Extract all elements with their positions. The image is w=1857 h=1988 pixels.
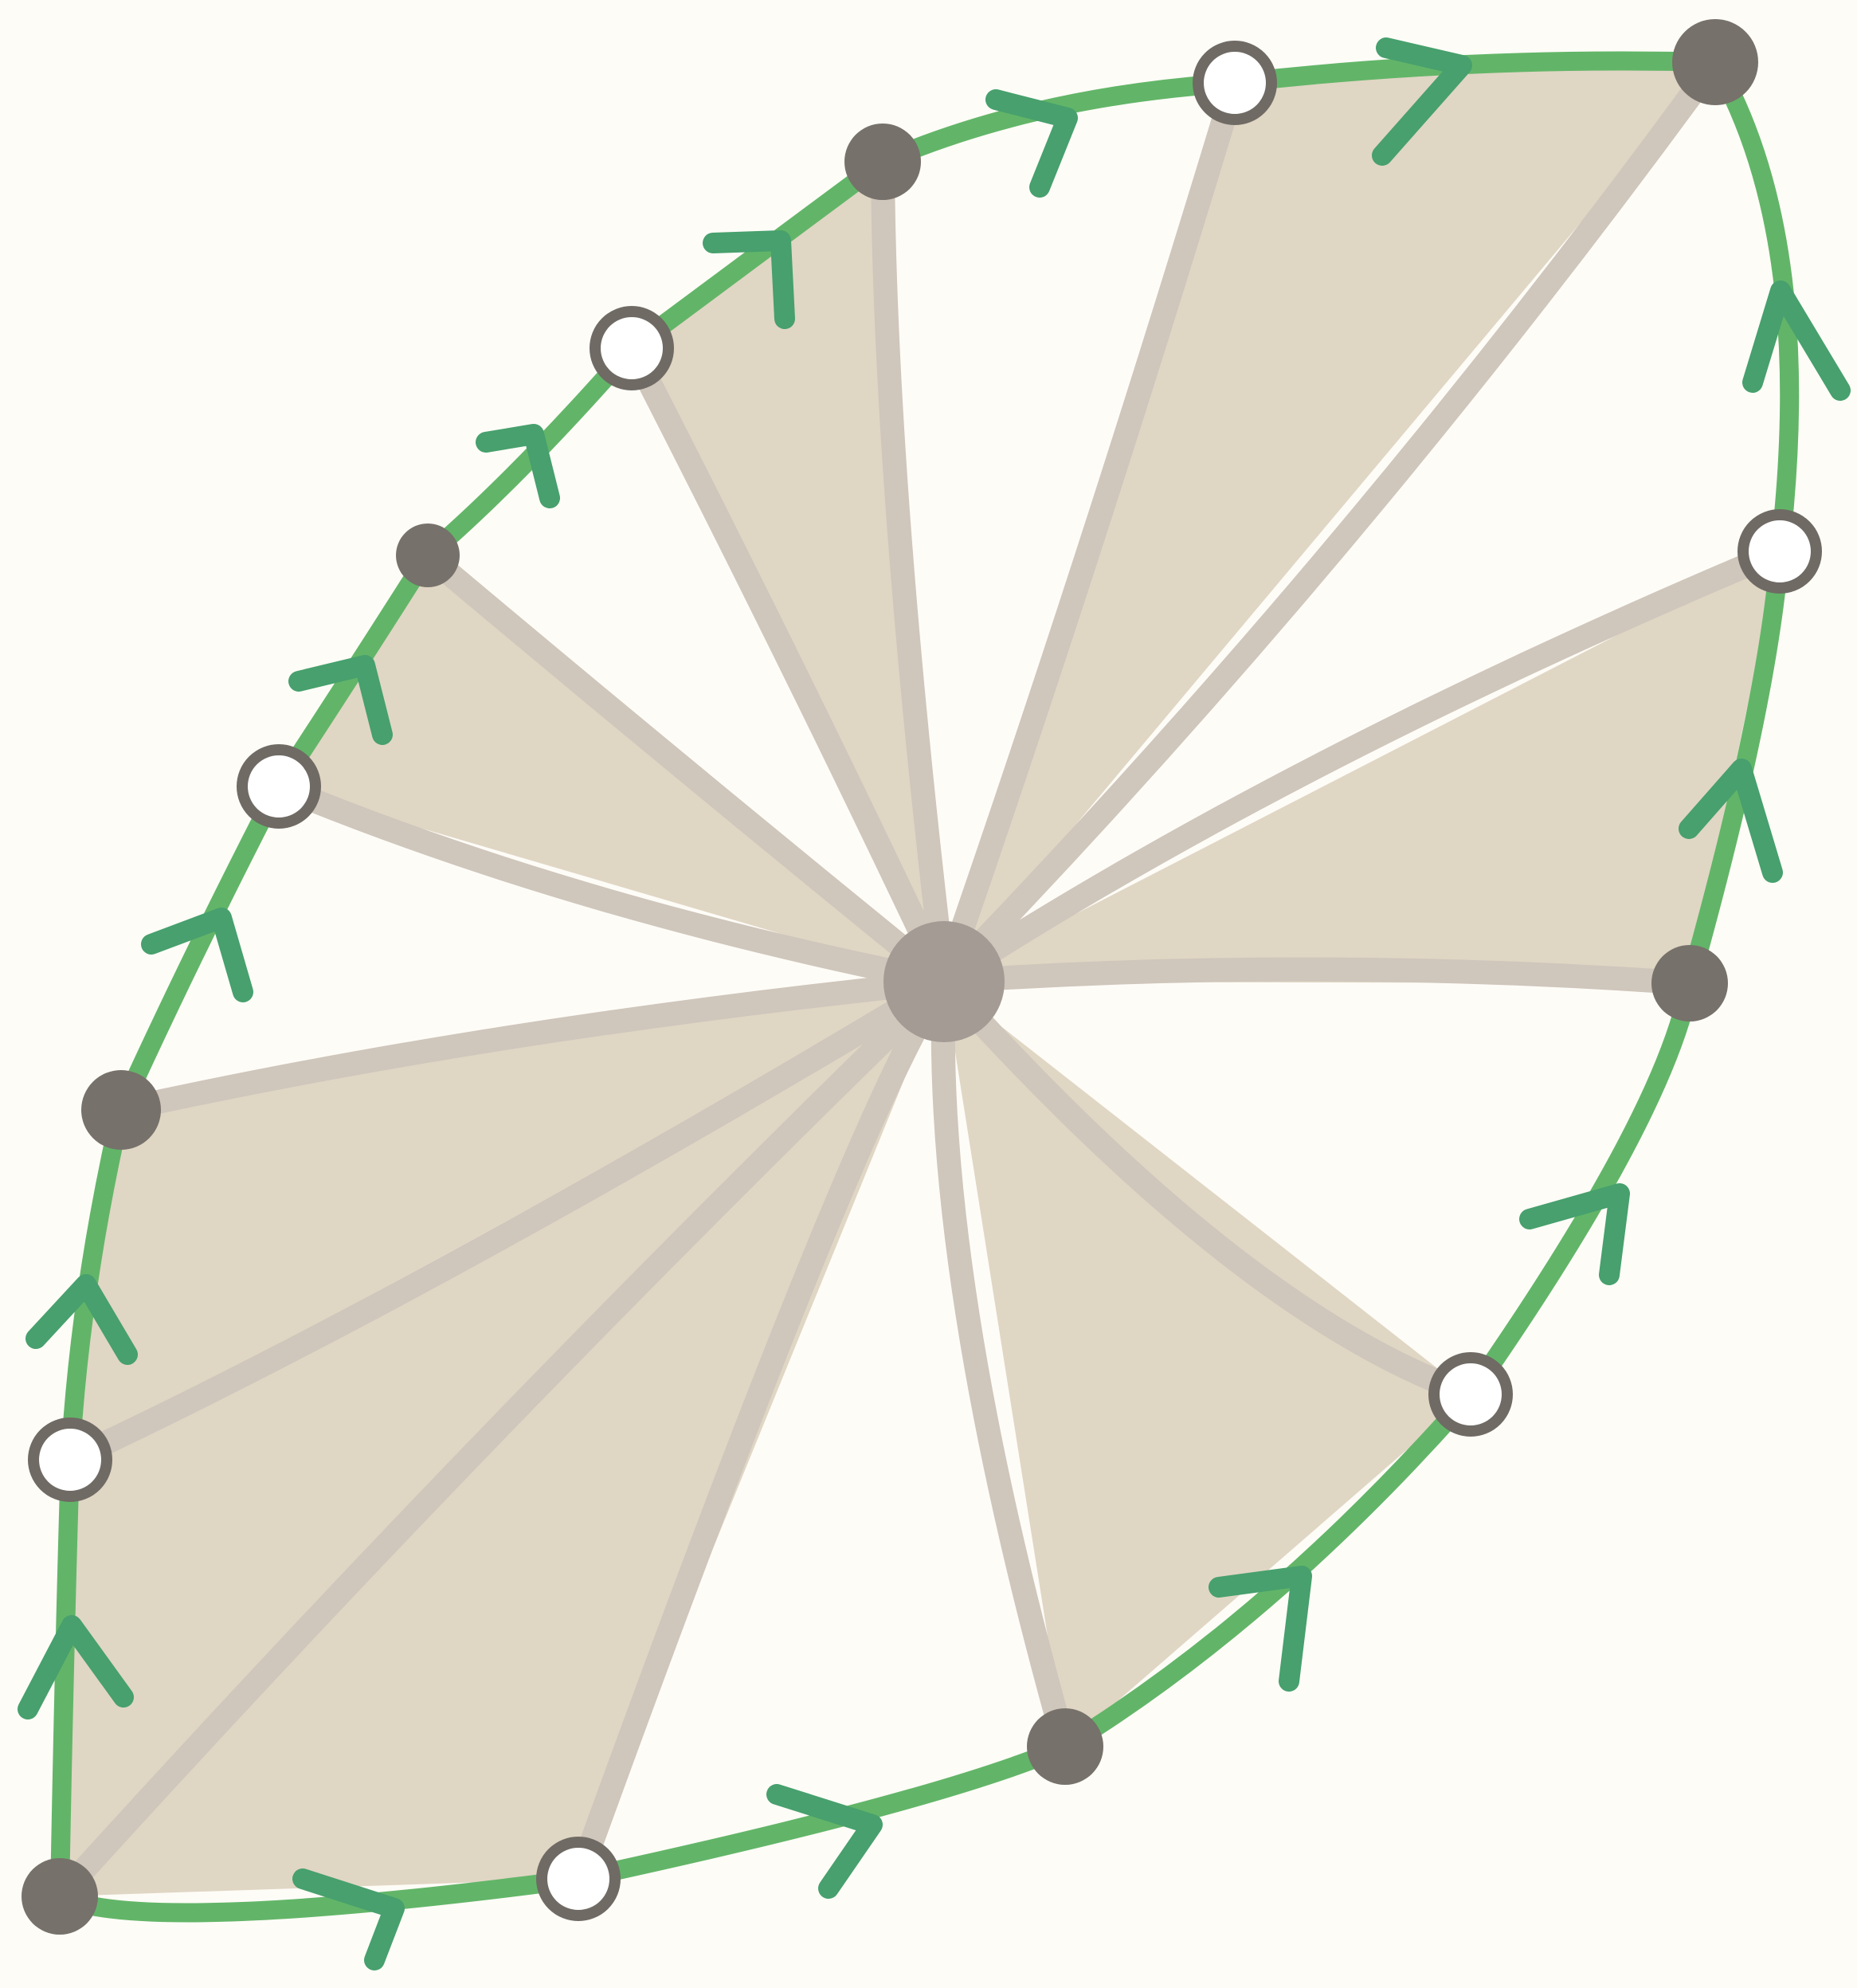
vertex-v1 [22, 1858, 98, 1935]
vertex-v13 [81, 1070, 161, 1150]
vertex-v9 [844, 124, 921, 200]
vertex-v2 [542, 1842, 615, 1915]
vertex-v10 [595, 312, 668, 385]
vertex-v7 [1672, 19, 1758, 105]
vertex-center [883, 921, 1005, 1042]
vertex-v4 [1434, 1358, 1507, 1431]
boundary-edge-v14-v15 [60, 1460, 70, 1896]
vertex-v3 [1027, 1708, 1103, 1785]
vertex-v11 [396, 523, 460, 587]
vertex-v8 [1198, 46, 1271, 120]
vertex-v12 [242, 750, 315, 823]
vertex-v5 [1651, 945, 1728, 1021]
vertex-v6 [1743, 515, 1816, 588]
vertex-v14 [33, 1423, 107, 1496]
spoke-c-v5 [944, 969, 1690, 983]
